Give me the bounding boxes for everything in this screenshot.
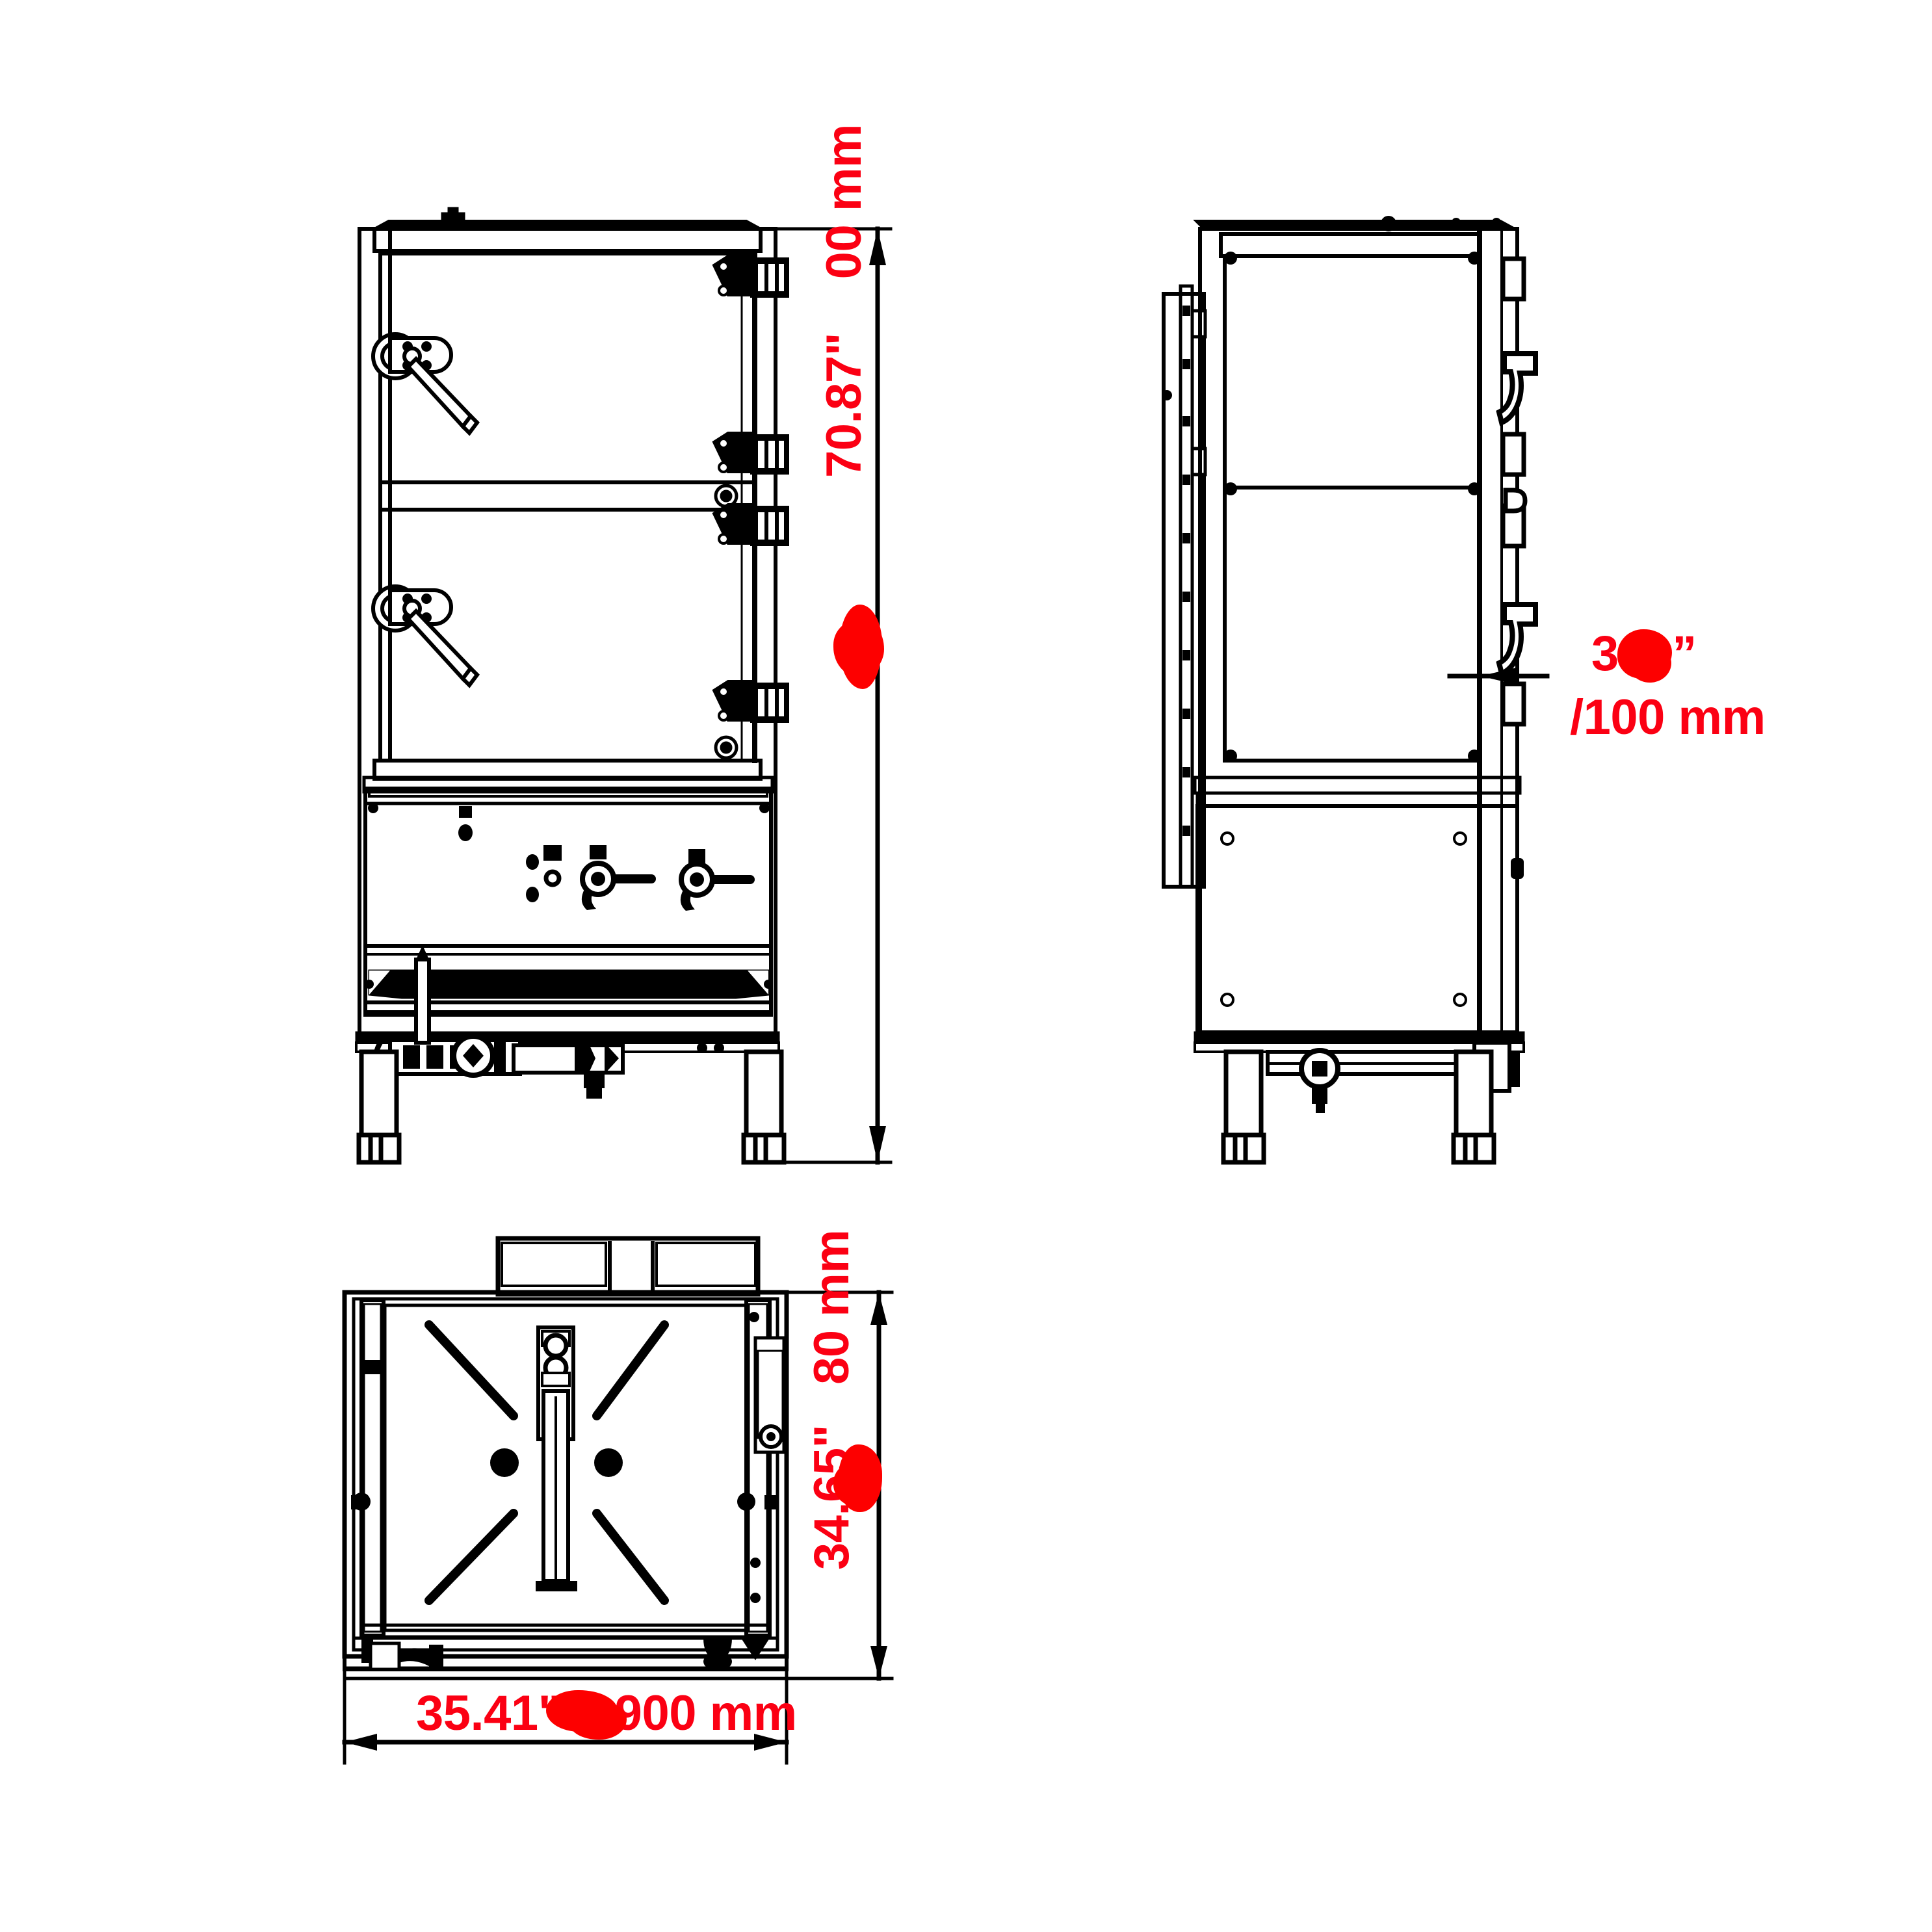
- dimension-plan-width: 35.41" 900 mm: [416, 1686, 797, 1741]
- dimension-side-offset-inches: 3 ”: [1591, 626, 1697, 681]
- door-handle-lower: [371, 584, 480, 688]
- dimension-front-height: 70.87" 00 mm: [816, 124, 872, 478]
- under-base-plumbing: [373, 945, 756, 1099]
- plan-drain-assembly: [361, 1638, 770, 1671]
- side-offset-dimension: [1447, 648, 1550, 743]
- center-burner-column: [536, 1325, 577, 1591]
- chamber-struts: [424, 1320, 669, 1605]
- plan-bottom-view: [342, 1236, 789, 1680]
- valve-handle-2: [679, 849, 755, 911]
- legs-side: [1221, 1049, 1496, 1165]
- front-elevation-view: [355, 207, 789, 1165]
- valve-handle-1: [580, 845, 656, 910]
- dimension-side-offset-mm: /100 mm: [1570, 690, 1766, 745]
- front-height-dimension: [746, 226, 893, 1165]
- plan-width-dimension: [342, 1667, 789, 1765]
- legs-front: [356, 1049, 787, 1165]
- side-knob: [1503, 488, 1528, 514]
- burner-ports: [490, 1448, 623, 1477]
- side-handle-upper: [1496, 351, 1538, 426]
- side-elevation-view: [1162, 216, 1538, 1165]
- control-panel-indicators: [368, 803, 770, 902]
- dimension-plan-depth: 34.65" 80 mm: [804, 1229, 859, 1570]
- door-handle-upper: [371, 332, 480, 436]
- hinge-block-slots: [758, 264, 784, 716]
- latch-pivot-lower: [714, 735, 738, 760]
